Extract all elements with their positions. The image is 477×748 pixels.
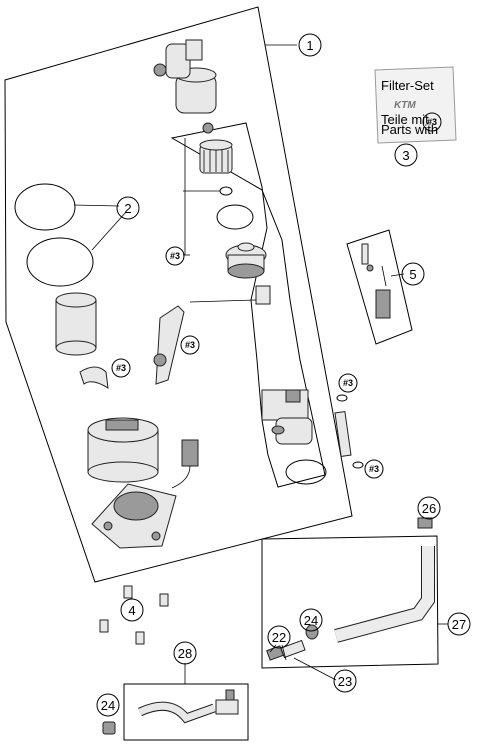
pump-motor [261, 389, 313, 445]
part-28-frame [123, 683, 249, 741]
svg-text:#3: #3 [170, 251, 180, 261]
filter-set-title: Filter-Set [381, 78, 434, 93]
callout-1: 1 [298, 33, 322, 57]
pressure-regulator [225, 242, 267, 279]
hose-clamp [305, 624, 319, 640]
tube-ring-bottom [352, 461, 364, 469]
o-ring-small [219, 186, 233, 196]
fuel-pump-assembly-frame [4, 6, 353, 583]
callout-24-left: 24 [96, 693, 120, 717]
wiring-connector [171, 439, 199, 489]
sleeve [255, 285, 271, 305]
ref-tag-3-e: #3 [364, 459, 384, 479]
svg-text:24: 24 [101, 698, 115, 713]
ktm-logo: KTM [394, 100, 416, 111]
svg-text:27: 27 [452, 617, 466, 632]
hose-with-connector [138, 689, 239, 724]
clip [79, 366, 109, 389]
svg-text:26: 26 [422, 501, 436, 516]
fuel-filter [199, 139, 233, 174]
svg-text:#3: #3 [343, 378, 353, 388]
svg-text:24: 24 [304, 613, 318, 628]
o-ring-large-bottom [285, 459, 327, 485]
part-27-frame [261, 535, 439, 669]
filter-set-box: Filter-Set KTM Teile mit Parts with #3 [374, 66, 457, 144]
ref-tag-3-a: #3 [165, 246, 185, 266]
ref-tag-3-c: #3 [180, 335, 200, 355]
cap-24 [102, 721, 116, 735]
pump-flange [91, 483, 177, 549]
ref-tag-3-d: #3 [338, 373, 358, 393]
callout-2: 2 [116, 196, 140, 220]
part-5-group [346, 229, 413, 345]
svg-text:#3: #3 [116, 363, 126, 373]
pump-top-cap [153, 39, 217, 114]
svg-text:1: 1 [306, 38, 313, 53]
callout-23: 23 [333, 669, 357, 693]
svg-text:#3: #3 [369, 464, 379, 474]
svg-text:23: 23 [338, 674, 352, 689]
tube-ring-top [336, 394, 348, 402]
o-ring-medium [216, 204, 254, 230]
callout-26: 26 [417, 496, 441, 520]
tube [334, 410, 352, 458]
svg-text:22: 22 [272, 630, 286, 645]
svg-text:28: 28 [178, 646, 192, 661]
seal-ring-large-2 [26, 237, 94, 287]
clip-26 [417, 517, 433, 529]
callout-22: 22 [267, 625, 291, 649]
callout-5: 5 [401, 262, 425, 286]
svg-text:4: 4 [128, 603, 135, 618]
svg-text:3: 3 [402, 148, 409, 163]
filter-set-ref-tag: #3 [427, 117, 437, 127]
callout-24-right: 24 [299, 608, 323, 632]
callout-4: 4 [120, 598, 144, 622]
svg-text:5: 5 [409, 267, 416, 282]
svg-text:#3: #3 [185, 340, 195, 350]
seal-ring-large-1 [14, 183, 76, 231]
ref-tag-3-b: #3 [111, 358, 131, 378]
callout-27: 27 [447, 612, 471, 636]
callout-28: 28 [173, 641, 197, 665]
cylinder-sleeve [55, 292, 97, 356]
small-fitting [202, 122, 214, 134]
filter-subassembly-frame [170, 122, 326, 488]
pump-housing [87, 417, 159, 483]
level-sensor-bracket [153, 305, 185, 385]
screws [99, 585, 169, 645]
callout-3: 3 [394, 143, 418, 167]
svg-text:2: 2 [124, 201, 131, 216]
fuel-line-hose [334, 546, 435, 643]
filter-set-line1: Teile mit [381, 112, 429, 127]
